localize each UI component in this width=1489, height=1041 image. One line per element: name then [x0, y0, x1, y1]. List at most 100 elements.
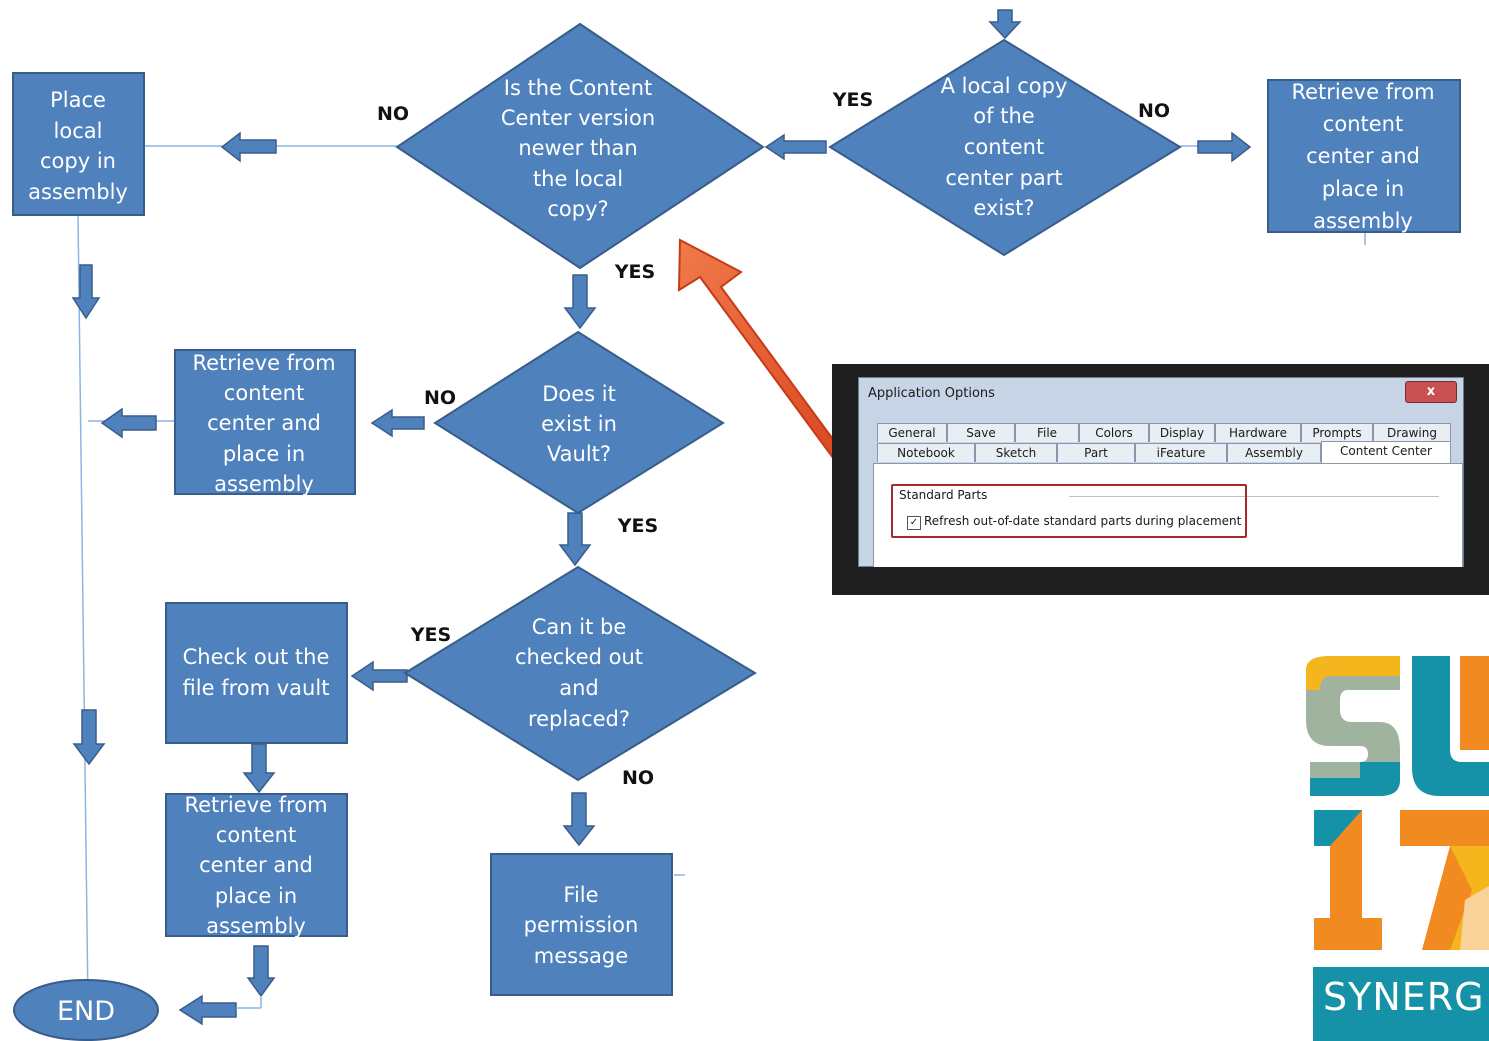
svg-text:center and: center and [199, 853, 313, 877]
label-yes-can-checkout: YES [410, 624, 451, 646]
svg-text:assembly: assembly [206, 914, 306, 938]
svg-text:center and: center and [1306, 144, 1420, 168]
arrow-yes-down2 [558, 512, 592, 567]
svg-text:and: and [559, 676, 599, 700]
svg-text:place in: place in [223, 442, 305, 466]
node-file-permission: File permission message [490, 853, 673, 996]
arrow-down-checkout [242, 743, 276, 794]
arrow-yes-left [764, 133, 827, 161]
svg-text:Retrieve from: Retrieve from [192, 351, 335, 375]
logo-wordmark: SYNERG [1323, 975, 1485, 1019]
refresh-parts-checkbox-label[interactable]: Refresh out-of-date standard parts durin… [924, 514, 1242, 528]
arrow-entry [988, 9, 1022, 40]
tab-hardware[interactable]: Hardware [1215, 423, 1301, 442]
logo-band [1313, 967, 1489, 1041]
refresh-parts-checkbox[interactable]: ✓ [907, 516, 921, 530]
svg-text:file from vault: file from vault [183, 676, 330, 700]
tab-save[interactable]: Save [947, 423, 1015, 442]
decision-is-newer: Is the Content Center version newer than… [395, 22, 765, 270]
arrow-no-left-mid [370, 408, 425, 438]
arrow-no-left-top [220, 131, 277, 163]
svg-text:Retrieve from: Retrieve from [1291, 80, 1434, 104]
tab-assembly[interactable]: Assembly [1227, 443, 1321, 462]
svg-text:Can it be: Can it be [532, 615, 627, 639]
tab-drawing[interactable]: Drawing [1373, 423, 1451, 442]
node-retrieve-bottom: Retrieve from content center and place i… [165, 793, 348, 938]
svg-text:exist?: exist? [973, 196, 1034, 220]
tab-file[interactable]: File [1015, 423, 1079, 442]
standard-parts-group-label: Standard Parts [899, 488, 992, 502]
tab-general[interactable]: General [877, 423, 947, 442]
application-options-dialog: Application Options x General Save File … [858, 377, 1464, 567]
svg-text:assembly: assembly [28, 180, 128, 204]
decision-local-exists: A local copy of the content center part … [828, 38, 1182, 257]
svg-text:Does it: Does it [542, 382, 616, 406]
svg-text:the local: the local [533, 167, 623, 191]
label-yes-is-newer: YES [614, 261, 655, 283]
arrow-no-down [562, 792, 596, 847]
svg-text:permission: permission [524, 913, 639, 937]
tab-colors[interactable]: Colors [1079, 423, 1149, 442]
arrow-down-retrieve [246, 945, 276, 998]
node-check-out: Check out the file from vault [165, 602, 348, 744]
svg-text:copy in: copy in [40, 149, 116, 173]
tab-display[interactable]: Display [1149, 423, 1215, 442]
svg-text:message: message [534, 944, 628, 968]
svg-text:center and: center and [207, 411, 321, 435]
svg-text:content: content [216, 823, 296, 847]
tab-content-center[interactable]: Content Center [1321, 441, 1451, 463]
su17-logo-mark [1306, 656, 1489, 950]
highlight-box [891, 484, 1247, 538]
svg-text:Check out the: Check out the [183, 645, 330, 669]
close-button[interactable]: x [1405, 381, 1457, 403]
svg-text:Place: Place [50, 88, 106, 112]
svg-text:assembly: assembly [1313, 209, 1413, 233]
svg-text:Retrieve from: Retrieve from [184, 793, 327, 817]
node-retrieve-top: Retrieve from content center and place i… [1267, 79, 1461, 233]
label-no-is-newer: NO [377, 103, 409, 125]
arrow-no-right [1197, 131, 1252, 163]
svg-text:Is the Content: Is the Content [504, 76, 652, 100]
svg-text:content: content [964, 135, 1044, 159]
svg-text:checked out: checked out [515, 645, 643, 669]
arrow-down-left1 [71, 264, 101, 320]
tab-sketch[interactable]: Sketch [975, 443, 1057, 462]
svg-text:A local copy: A local copy [941, 74, 1068, 98]
arrow-yes-down1 [563, 274, 597, 330]
decision-exist-vault: Does it exist in Vault? [433, 330, 725, 515]
node-retrieve-mid: Retrieve from content center and place i… [174, 349, 356, 496]
arrow-left-mid [100, 407, 157, 439]
arrow-left-end [178, 994, 237, 1026]
group-divider [1069, 496, 1439, 497]
svg-text:newer than: newer than [518, 136, 637, 160]
svg-text:Vault?: Vault? [547, 442, 611, 466]
svg-text:Center version: Center version [501, 106, 655, 130]
tab-prompts[interactable]: Prompts [1301, 423, 1373, 442]
svg-text:assembly: assembly [214, 472, 314, 496]
arrow-yes-left2 [350, 660, 408, 692]
tab-notebook[interactable]: Notebook [877, 443, 975, 462]
svg-text:END: END [57, 996, 115, 1027]
svg-text:place in: place in [1322, 177, 1404, 201]
svg-text:content: content [224, 381, 304, 405]
su17-logo: SYNERG [1300, 650, 1489, 1041]
dialog-title: Application Options [868, 386, 995, 401]
arrow-down-left2 [72, 709, 106, 766]
label-yes-exist-vault: YES [617, 515, 658, 537]
svg-text:of the: of the [973, 104, 1034, 128]
svg-text:replaced?: replaced? [528, 707, 630, 731]
svg-text:center part: center part [945, 166, 1062, 190]
label-no-local-exists: NO [1138, 100, 1170, 122]
label-no-can-checkout: NO [622, 767, 654, 789]
tab-ifeature[interactable]: iFeature [1135, 443, 1227, 462]
label-no-exist-vault: NO [424, 387, 456, 409]
svg-text:File: File [563, 883, 598, 907]
svg-text:place in: place in [215, 884, 297, 908]
tab-part[interactable]: Part [1057, 443, 1135, 462]
decision-can-checkout: Can it be checked out and replaced? [403, 565, 757, 782]
node-place-local: Place local copy in assembly [12, 72, 145, 216]
svg-text:local: local [54, 119, 103, 143]
svg-text:content: content [1323, 112, 1403, 136]
highlight-arrow [677, 238, 861, 477]
